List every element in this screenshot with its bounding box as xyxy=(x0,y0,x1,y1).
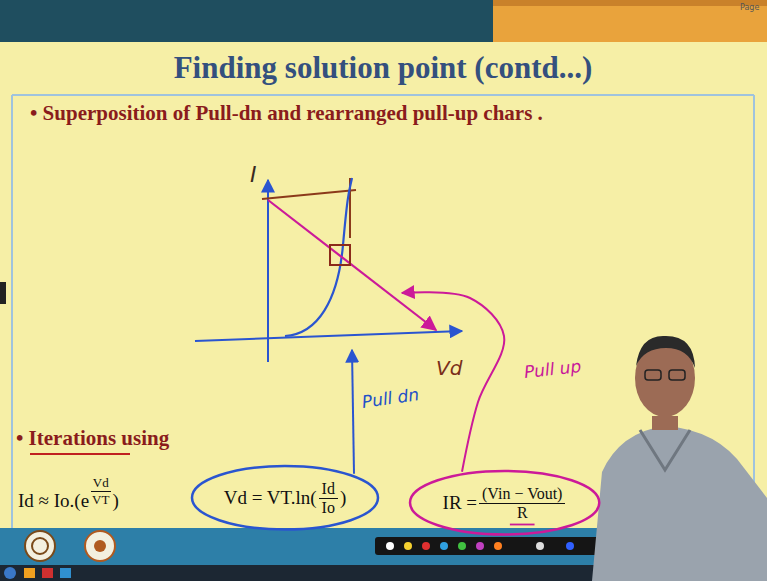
y-axis xyxy=(267,180,269,362)
pointer-arrow xyxy=(352,350,354,474)
logo xyxy=(94,540,106,552)
equation-text: ) xyxy=(112,490,118,512)
presenter-glasses xyxy=(645,370,661,380)
solution-box xyxy=(330,245,350,265)
fraction-numerator: Vd xyxy=(91,475,111,492)
header-band xyxy=(493,0,767,6)
toolbar-icon xyxy=(476,542,484,550)
frame-line xyxy=(753,95,755,528)
equation-part: IR = xyxy=(443,492,477,514)
underline xyxy=(30,453,130,455)
toolbar-icon xyxy=(536,542,544,550)
circled-equation: Vd = VT.ln(IdIo) xyxy=(190,464,380,532)
presenter-collar xyxy=(640,430,690,470)
ellipse-outline xyxy=(410,471,599,535)
underline xyxy=(510,524,535,526)
equation-part: Vd = VT.ln( xyxy=(224,487,317,509)
logo xyxy=(32,538,48,554)
slide-title: Finding solution point (contd...) xyxy=(174,50,593,86)
bullet-text: • Iterations using xyxy=(16,426,169,451)
toolbar-icon xyxy=(494,542,502,550)
equation: Id ≈ Io.(eVdVT) xyxy=(18,484,119,517)
toolbar-icon xyxy=(440,542,448,550)
circled-equation: IR =(Vin − Vout)R xyxy=(408,469,601,537)
equation: IR =(Vin − Vout)R xyxy=(443,485,568,522)
exponent-fraction: VdVT xyxy=(90,475,111,508)
page-mark: Page xyxy=(740,3,759,12)
toolbar-icon xyxy=(566,542,574,550)
logo xyxy=(25,531,55,561)
taskbar-icon xyxy=(42,568,53,578)
fraction-denominator: Io xyxy=(319,499,338,517)
equation-text: IR = xyxy=(443,492,477,514)
ellipse-outline xyxy=(192,466,378,530)
frame-line xyxy=(12,94,754,96)
equation-part: ) xyxy=(340,487,346,509)
axis-label: I xyxy=(250,162,257,187)
toolbar-icon xyxy=(386,542,394,550)
toolbar-icon xyxy=(458,542,466,550)
presenter-hair xyxy=(636,336,695,368)
toolbar-icon xyxy=(404,542,412,550)
axis-label: Vd xyxy=(436,356,462,380)
equation-text: Id ≈ Io.(e xyxy=(18,490,89,512)
toolbar-icon xyxy=(422,542,430,550)
x-axis xyxy=(195,331,462,341)
fraction-denominator: VT xyxy=(90,492,111,508)
presenter-body xyxy=(592,426,767,581)
frame-line xyxy=(11,95,13,528)
equation: Vd = VT.ln(IdIo) xyxy=(224,480,347,517)
presenter-neck xyxy=(652,416,678,430)
taskbar-icon xyxy=(60,568,71,578)
handwritten-note: Pull up xyxy=(523,356,582,382)
fraction-numerator: Id xyxy=(319,480,338,499)
taskbar-icon xyxy=(4,567,16,579)
side-tab xyxy=(0,282,6,304)
taskbar-icon xyxy=(24,568,35,578)
fraction-denominator: R xyxy=(514,504,531,522)
equation-text: ) xyxy=(340,487,346,509)
fraction-numerator: (Vin − Vout) xyxy=(479,485,565,504)
fraction: IdIo xyxy=(319,480,338,517)
pointer-arrow xyxy=(402,292,504,471)
pen-toolbar xyxy=(375,537,620,555)
equation-text: Vd = VT.ln( xyxy=(224,487,317,509)
fraction: (Vin − Vout)R xyxy=(479,485,565,522)
bullet-text: • Superposition of Pull-dn and rearrange… xyxy=(30,101,543,126)
handwritten-note: Pull dn xyxy=(361,384,421,412)
presenter-glasses xyxy=(669,370,685,380)
bound-line xyxy=(262,190,356,199)
header-band xyxy=(0,0,493,42)
logo xyxy=(85,531,115,561)
load-line xyxy=(268,200,436,330)
header-band xyxy=(493,0,767,42)
